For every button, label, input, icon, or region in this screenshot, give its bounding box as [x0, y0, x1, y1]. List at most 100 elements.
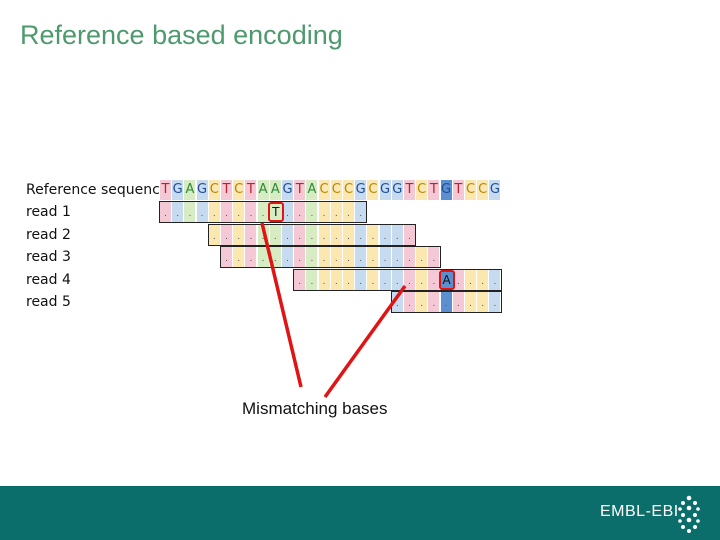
read-base-match: . — [404, 292, 415, 312]
read-base-match: . — [355, 202, 367, 222]
mismatch-base-read-4: A — [438, 270, 455, 290]
read-base-match: . — [245, 225, 257, 245]
read-base-match: . — [330, 270, 342, 290]
read-base-match: . — [391, 292, 403, 312]
read-base-match: . — [160, 202, 171, 222]
read-base-match: . — [452, 270, 464, 290]
read-base-match: . — [282, 202, 293, 222]
read-base-match: . — [465, 292, 476, 312]
reference-base: G — [196, 180, 208, 200]
read-base-match: . — [318, 270, 330, 290]
read-base-match: . — [282, 247, 293, 267]
read-base-match: . — [379, 270, 391, 290]
read-base-match: . — [306, 270, 318, 290]
read-base-match: . — [294, 225, 306, 245]
read-base-match: . — [343, 247, 354, 267]
read-base-match: . — [343, 202, 354, 222]
read-base-match: . — [465, 270, 476, 290]
read-base-match: . — [294, 270, 306, 290]
read-base-match: . — [404, 247, 415, 267]
reference-base: A — [184, 180, 196, 200]
reference-base: C — [477, 180, 489, 200]
reference-base: T — [294, 180, 306, 200]
reference-base: T — [452, 180, 464, 200]
read-base-match: . — [489, 292, 501, 312]
read-base-match: . — [404, 225, 415, 245]
reference-base: C — [330, 180, 342, 200]
reference-base: G — [489, 180, 501, 200]
reference-base: C — [367, 180, 379, 200]
read-base-match: . — [318, 202, 330, 222]
read-base-match: . — [245, 247, 257, 267]
mismatch-base-read-1: T — [267, 202, 284, 222]
read-base-match: . — [355, 225, 367, 245]
read-base-match: . — [367, 247, 379, 267]
read-label-5: read 5 — [26, 294, 71, 310]
reference-base: T — [428, 180, 440, 200]
reference-base: G — [355, 180, 367, 200]
read-base-match: . — [282, 225, 293, 245]
reference-label: Reference sequence — [26, 182, 169, 198]
read-base-match: . — [391, 247, 403, 267]
read-base-match: . — [404, 270, 415, 290]
read-base-match: . — [221, 247, 232, 267]
embl-ebi-logo-text: EMBL-EBI — [600, 503, 679, 520]
reference-base: T — [160, 180, 171, 200]
read-base-match: . — [477, 292, 489, 312]
embl-ebi-logo-icon — [678, 495, 700, 533]
read-base-match: . — [221, 202, 232, 222]
read-base-match: . — [221, 225, 232, 245]
read-base-match: . — [318, 225, 330, 245]
read-base-match: . — [257, 225, 269, 245]
read-base-match: . — [306, 247, 318, 267]
read-base-match: . — [343, 225, 354, 245]
read-base-match: . — [294, 202, 306, 222]
read-base-match: . — [330, 202, 342, 222]
read-base-match: . — [233, 202, 245, 222]
reference-base: G — [282, 180, 293, 200]
reference-base: G — [391, 180, 403, 200]
read-base-match: . — [257, 202, 269, 222]
read-base-match: . — [269, 247, 281, 267]
reference-base: C — [416, 180, 428, 200]
read-base-match: . — [379, 247, 391, 267]
read-base-match: . — [257, 247, 269, 267]
read-base-match: . — [367, 225, 379, 245]
read-base-match: . — [391, 270, 403, 290]
read-base-match: . — [269, 225, 281, 245]
read-label-4: read 4 — [26, 272, 71, 288]
read-base-match: . — [355, 270, 367, 290]
read-base-match: . — [306, 225, 318, 245]
read-base-match: . — [330, 225, 342, 245]
read-label-1: read 1 — [26, 204, 71, 220]
read-base-match: . — [391, 225, 403, 245]
read-base-match: . — [318, 247, 330, 267]
read-base-match: . — [489, 270, 501, 290]
reference-base: C — [208, 180, 220, 200]
read-base-match: . — [184, 202, 196, 222]
read-base-match: . — [233, 225, 245, 245]
read-base-match: . — [416, 292, 428, 312]
reference-base: G — [172, 180, 184, 200]
slide-title: Reference based encoding — [20, 20, 343, 50]
read-base-match: . — [233, 247, 245, 267]
callout-label: Mismatching bases — [242, 399, 388, 418]
read-base-match: . — [440, 292, 452, 312]
reference-base: A — [269, 180, 281, 200]
reference-base: A — [306, 180, 318, 200]
read-base-match: . — [306, 202, 318, 222]
read-base-match: . — [355, 247, 367, 267]
read-label-3: read 3 — [26, 249, 71, 265]
reference-base: T — [245, 180, 257, 200]
read-base-match: . — [245, 202, 257, 222]
read-base-match: . — [172, 202, 184, 222]
read-base-match: . — [196, 202, 208, 222]
reference-base: C — [343, 180, 354, 200]
read-base-match: . — [416, 270, 428, 290]
read-base-match: . — [379, 225, 391, 245]
footer-bar: EMBL-EBI — [0, 486, 720, 540]
read-label-2: read 2 — [26, 227, 71, 243]
read-base-match: . — [294, 247, 306, 267]
reference-base: T — [221, 180, 232, 200]
read-base-match: . — [428, 292, 440, 312]
